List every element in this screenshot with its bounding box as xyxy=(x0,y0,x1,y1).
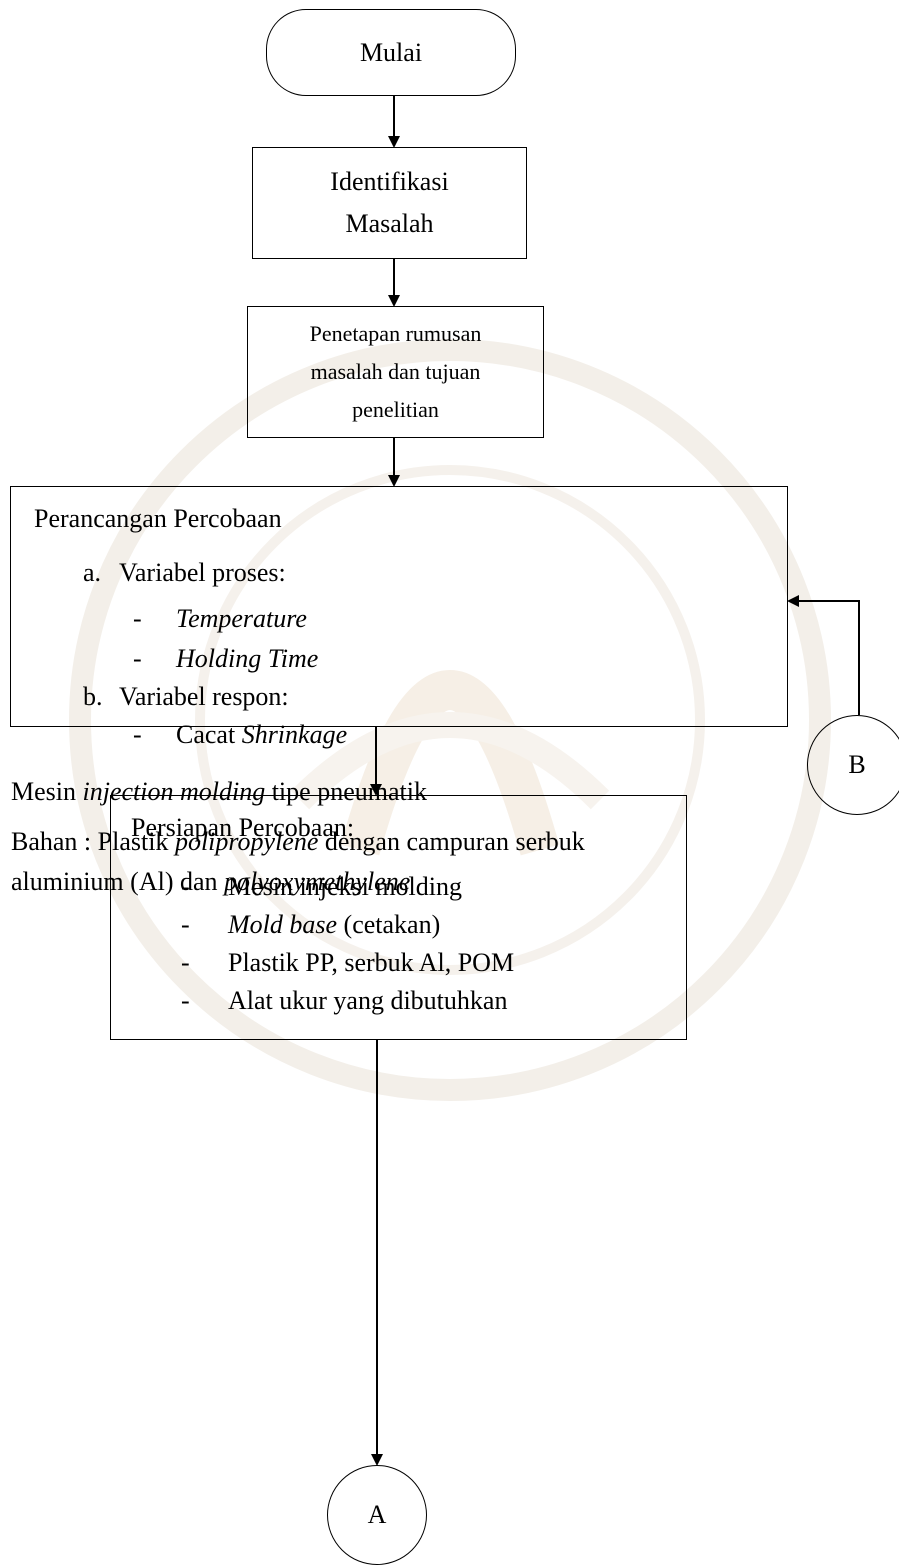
variabel-proses-item-temperature: Temperature xyxy=(176,604,307,633)
mesin-suffix: tipe pneumatik xyxy=(265,777,427,806)
mold-base-suffix: (cetakan) xyxy=(337,910,441,939)
persiapan-item-plastik: Plastik PP, serbuk Al, POM xyxy=(228,948,515,977)
rumusan-line3: penelitian xyxy=(352,397,439,422)
mesin-line: Mesin injection molding tipe pneumatik xyxy=(11,777,427,807)
connector-b: B xyxy=(807,715,899,815)
connector-a: A xyxy=(327,1465,427,1565)
variabel-proses-marker: a. xyxy=(83,558,102,587)
bahan-line1-suffix: dengan campuran serbuk xyxy=(318,827,585,856)
perancangan-title: Perancangan Percobaan xyxy=(34,504,282,533)
mold-base-italic: Mold base xyxy=(228,910,338,939)
dash-bullet: - xyxy=(133,604,142,633)
bahan-line1-italic: polipropylene xyxy=(174,827,319,856)
variabel-respon-marker: b. xyxy=(83,682,103,711)
arrow-b-to-perancangan xyxy=(787,595,860,715)
persiapan-process: Persiapan Percobaan: - Mesin injeksi mol… xyxy=(110,795,687,1040)
mesin-italic: injection molding xyxy=(82,777,266,806)
dash-bullet: - xyxy=(181,872,190,901)
rumusan-line2: masalah dan tujuan xyxy=(310,359,481,384)
variabel-proses-label: Variabel proses: xyxy=(119,558,286,587)
connector-a-label: A xyxy=(367,1500,387,1529)
bahan-line2: aluminium (Al) dan polyoxymethylene xyxy=(11,867,410,897)
connector-b-label: B xyxy=(848,750,866,779)
variabel-respon-item-italic: Shrinkage xyxy=(241,720,348,749)
start-terminal: Mulai xyxy=(266,9,516,96)
bahan-line1: Bahan : Plastik polipropylene dengan cam… xyxy=(11,827,585,857)
start-label: Mulai xyxy=(359,37,423,67)
persiapan-item-mesin: Mesin injeksi molding xyxy=(228,872,462,901)
dash-bullet: - xyxy=(181,986,190,1015)
variabel-respon-item-prefix: Cacat xyxy=(176,720,242,749)
bahan-line2-italic: polyoxymethylene xyxy=(224,867,411,896)
perancangan-process: Perancangan Percobaan a. Variabel proses… xyxy=(10,486,788,896)
dash-bullet: - xyxy=(181,948,190,977)
identifikasi-process: Identifikasi Masalah xyxy=(252,147,527,259)
rumusan-process: Penetapan rumusan masalah dan tujuan pen… xyxy=(247,306,544,438)
variabel-respon-item: Cacat Shrinkage xyxy=(176,720,347,750)
persiapan-item-alat-ukur: Alat ukur yang dibutuhkan xyxy=(228,986,508,1015)
dash-bullet: - xyxy=(181,910,190,939)
identifikasi-line2: Masalah xyxy=(345,209,434,238)
persiapan-title: Persiapan Percobaan: xyxy=(131,813,355,842)
rumusan-line1: Penetapan rumusan xyxy=(309,321,482,346)
mesin-prefix: Mesin xyxy=(11,777,83,806)
variabel-proses-item-holding-time: Holding Time xyxy=(176,644,319,673)
identifikasi-line1: Identifikasi xyxy=(330,167,449,196)
variabel-respon-label: Variabel respon: xyxy=(119,682,289,711)
dash-bullet: - xyxy=(133,720,142,749)
bahan-line2-prefix: aluminium (Al) dan xyxy=(11,867,225,896)
bahan-line1-prefix: Bahan : Plastik xyxy=(11,827,175,856)
dash-bullet: - xyxy=(133,644,142,673)
persiapan-item-mold-base: Mold base (cetakan) xyxy=(228,910,440,940)
